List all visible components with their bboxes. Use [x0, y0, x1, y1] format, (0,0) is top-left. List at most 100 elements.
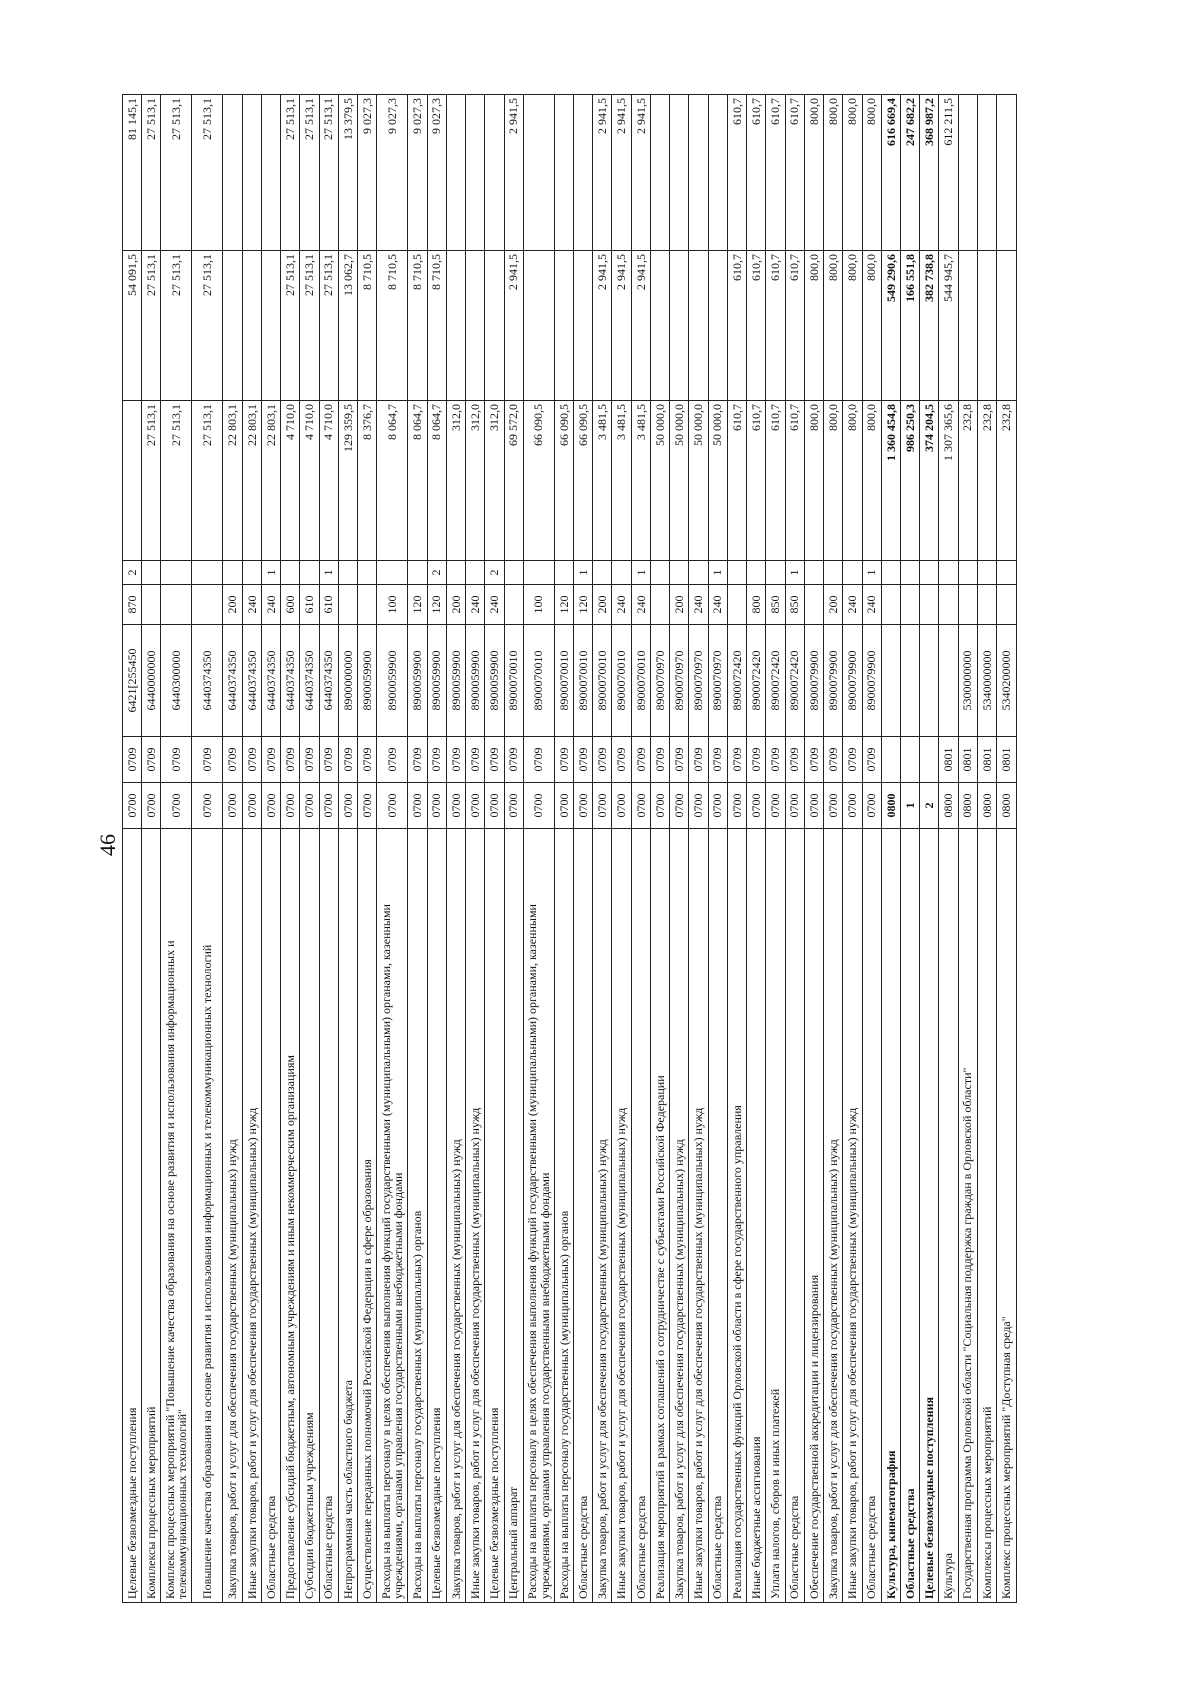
funding-source-cell — [881, 560, 901, 585]
table-row: Закупка товаров, работ и услуг для обесп… — [823, 94, 843, 1603]
year1-amount-cell: 610,7 — [727, 400, 747, 561]
year3-amount-cell — [573, 94, 593, 251]
funding-source-cell — [191, 560, 223, 585]
year1-amount-cell: 27 513,1 — [160, 400, 192, 561]
year2-amount-cell: 8 710,5 — [357, 250, 377, 401]
funding-source-cell: 2 — [427, 560, 447, 585]
table-row: Расходы на выплаты персоналу государстве… — [554, 94, 574, 1603]
year3-amount-cell: 27 513,1 — [319, 94, 339, 251]
year1-amount-cell: 22 803,1 — [242, 400, 262, 561]
year2-amount-cell: 2 941,5 — [631, 250, 651, 401]
target-article-cell: 6440374350 — [242, 624, 262, 737]
subsection-cell: 0709 — [319, 736, 339, 783]
section-cell: 0800 — [938, 782, 959, 829]
year3-amount-cell: 27 513,1 — [191, 94, 223, 251]
row-name-cell: Комплексы процессных мероприятий — [977, 828, 997, 1603]
table-row: Комплекс процессных мероприятий "Доступн… — [996, 94, 1017, 1603]
row-name-cell: Иные закупки товаров, работ и услуг для … — [242, 828, 262, 1603]
subsection-cell: 0709 — [122, 736, 142, 783]
expense-type-cell: 200 — [222, 584, 243, 625]
row-name-cell: Областные средства — [319, 828, 339, 1603]
funding-source-cell — [900, 560, 920, 585]
year3-amount-cell: 27 513,1 — [299, 94, 320, 251]
table-row: Комплекс процессных мероприятий "Повышен… — [160, 94, 192, 1603]
year3-amount-cell — [669, 94, 689, 251]
year1-amount-cell: 50 000,0 — [650, 400, 670, 561]
year2-amount-cell — [242, 250, 262, 401]
row-name-cell: Комплекс процессных мероприятий "Доступн… — [996, 828, 1017, 1603]
section-cell: 1 — [900, 782, 920, 829]
target-article-cell: 8900072420 — [765, 624, 786, 737]
target-article-cell: 8900070970 — [688, 624, 709, 737]
table-row: Иные закупки товаров, работ и услуг для … — [688, 94, 709, 1603]
year1-amount-cell: 66 090,5 — [523, 400, 555, 561]
expense-type-cell: 200 — [669, 584, 689, 625]
target-article-cell: 8900059900 — [427, 624, 447, 737]
section-cell: 0700 — [650, 782, 670, 829]
section-cell: 0700 — [785, 782, 805, 829]
section-cell: 0700 — [804, 782, 824, 829]
table-row: Закупка товаров, работ и услуг для обесп… — [446, 94, 466, 1603]
expense-type-cell: 240 — [611, 584, 632, 625]
target-article-cell: 8900070010 — [611, 624, 632, 737]
target-article-cell: 8900070010 — [631, 624, 651, 737]
funding-source-cell — [242, 560, 262, 585]
subsection-cell: 0709 — [785, 736, 805, 783]
table-row: Обеспечение государственной аккредитации… — [804, 94, 824, 1603]
row-name-cell: Закупка товаров, работ и услуг для обесп… — [669, 828, 689, 1603]
subsection-cell: 0709 — [407, 736, 428, 783]
funding-source-cell: 1 — [785, 560, 805, 585]
table-row: Закупка товаров, работ и услуг для обесп… — [592, 94, 612, 1603]
expense-type-cell: 240 — [242, 584, 262, 625]
year1-amount-cell: 3 481,5 — [631, 400, 651, 561]
funding-source-cell — [746, 560, 766, 585]
section-cell: 0700 — [465, 782, 485, 829]
target-article-cell: 8900072420 — [727, 624, 747, 737]
section-cell: 0700 — [592, 782, 612, 829]
expense-type-cell — [919, 584, 939, 625]
expense-type-cell — [938, 584, 959, 625]
subsection-cell: 0801 — [996, 736, 1017, 783]
subsection-cell: 0709 — [446, 736, 466, 783]
target-article-cell: 8900079900 — [862, 624, 882, 737]
funding-source-cell — [357, 560, 377, 585]
section-cell: 0700 — [669, 782, 689, 829]
expense-type-cell: 120 — [573, 584, 593, 625]
expense-type-cell: 600 — [280, 584, 300, 625]
row-name-cell: Центральный аппарат — [504, 828, 524, 1603]
funding-source-cell — [141, 560, 161, 585]
expense-type-cell: 240 — [708, 584, 728, 625]
page-number: 46 — [95, 834, 120, 856]
row-name-cell: Непрограммная часть областного бюджета — [338, 828, 358, 1603]
year3-amount-cell: 27 513,1 — [280, 94, 300, 251]
year3-amount-cell — [523, 94, 555, 251]
target-article-cell: 8900070010 — [573, 624, 593, 737]
year1-amount-cell: 232,8 — [958, 400, 978, 561]
year2-amount-cell: 610,7 — [727, 250, 747, 401]
target-article-cell: 6440374350 — [299, 624, 320, 737]
year1-amount-cell: 8 064,7 — [407, 400, 428, 561]
funding-source-cell: 1 — [862, 560, 882, 585]
row-name-cell: Обеспечение государственной аккредитации… — [804, 828, 824, 1603]
row-name-cell: Закупка товаров, работ и услуг для обесп… — [823, 828, 843, 1603]
table-row: Повышение качества образования на основе… — [191, 94, 223, 1603]
subsection-cell: 0709 — [427, 736, 447, 783]
funding-source-cell: 1 — [708, 560, 728, 585]
expense-type-cell: 100 — [376, 584, 408, 625]
funding-source-cell — [958, 560, 978, 585]
row-name-cell: Реализация государственных функций Орлов… — [727, 828, 747, 1603]
year2-amount-cell — [996, 250, 1017, 401]
row-name-cell: Целевые безвозмездные поступления — [919, 828, 939, 1603]
year3-amount-cell: 2 941,5 — [631, 94, 651, 251]
funding-source-cell — [446, 560, 466, 585]
year1-amount-cell: 800,0 — [842, 400, 862, 561]
